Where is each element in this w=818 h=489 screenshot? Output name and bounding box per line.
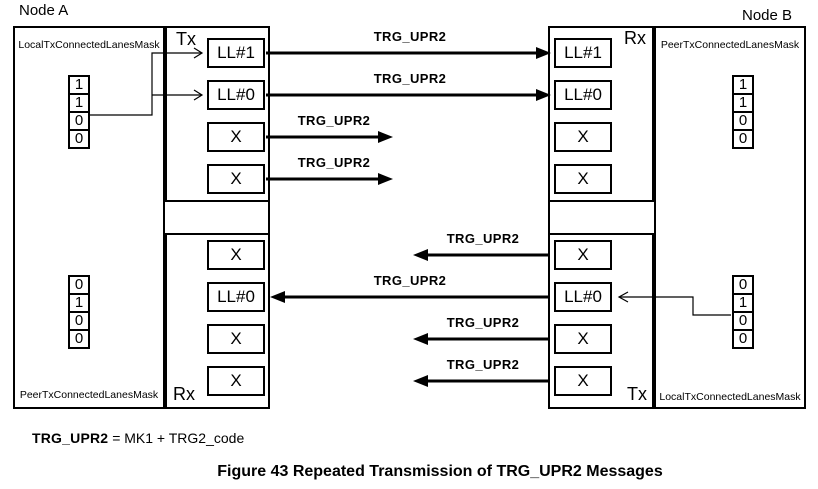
msg-label-b-to-a-1: TRG_UPR2 xyxy=(373,273,447,288)
node-b-tx-lane-3: X xyxy=(554,366,612,396)
msg-label-a-to-b-0: TRG_UPR2 xyxy=(373,29,447,44)
mask-bit: 1 xyxy=(732,293,754,313)
mask-bit: 0 xyxy=(732,329,754,349)
mask-bit: 1 xyxy=(68,93,90,113)
footnote-term: TRG_UPR2 xyxy=(32,430,109,446)
mask-bit: 0 xyxy=(732,129,754,149)
node-b-peer-mask-label: PeerTxConnectedLanesMask xyxy=(660,39,800,51)
node-a-tx-lane-2: X xyxy=(207,122,265,152)
node-a-rx-label: Rx xyxy=(173,384,195,404)
mask-bit: 1 xyxy=(68,75,90,95)
mask-bit: 0 xyxy=(68,311,90,331)
mask-bit: 0 xyxy=(68,275,90,295)
node-a-title: Node A xyxy=(19,2,69,19)
node-b-local-mask-label: LocalTxConnectedLanesMask xyxy=(659,391,801,403)
mask-bit: 0 xyxy=(68,329,90,349)
msg-label-b-to-a-2: TRG_UPR2 xyxy=(446,315,520,330)
node-a-local-mask-label: LocalTxConnectedLanesMask xyxy=(18,39,160,51)
node-a-tx-lane-3: X xyxy=(207,164,265,194)
node-b-rx-lane-2: X xyxy=(554,122,612,152)
mask-bit: 0 xyxy=(732,275,754,295)
msg-label-b-to-a-0: TRG_UPR2 xyxy=(446,231,520,246)
node-b-tx-lane-0: X xyxy=(554,240,612,270)
msg-label-a-to-b-1: TRG_UPR2 xyxy=(373,71,447,86)
mask-bit: 1 xyxy=(732,93,754,113)
msg-label-b-to-a-3: TRG_UPR2 xyxy=(446,357,520,372)
msg-label-a-to-b-2: TRG_UPR2 xyxy=(297,113,371,128)
node-a-tx-lane-0: LL#1 xyxy=(207,38,265,68)
footnote-definition: = MK1 + TRG2_code xyxy=(112,430,245,446)
mask-bit: 0 xyxy=(68,129,90,149)
node-a-peer-mask-label: PeerTxConnectedLanesMask xyxy=(19,389,159,401)
node-a-rx-lane-2: X xyxy=(207,324,265,354)
node-b-rx-lane-3: X xyxy=(554,164,612,194)
node-b-tx-lane-1: LL#0 xyxy=(554,282,612,312)
mask-bit: 0 xyxy=(68,111,90,131)
node-b-rx-lane-0: LL#1 xyxy=(554,38,612,68)
node-b-tx-label: Tx xyxy=(627,384,647,404)
node-a-tx-lane-1: LL#0 xyxy=(207,80,265,110)
node-a-rx-lane-1: LL#0 xyxy=(207,282,265,312)
node-b-tx-lane-2: X xyxy=(554,324,612,354)
node-a-tx-label: Tx xyxy=(176,29,196,49)
node-a-peer-mask: 0 1 0 0 xyxy=(68,275,90,349)
node-a-local-mask: 1 1 0 0 xyxy=(68,75,90,149)
mask-bit: 0 xyxy=(732,111,754,131)
node-b-rx-lane-1: LL#0 xyxy=(554,80,612,110)
node-a-rx-lane-3: X xyxy=(207,366,265,396)
node-b-local-mask: 0 1 0 0 xyxy=(732,275,754,349)
node-b-mask-panel xyxy=(654,26,806,409)
node-a-rx-lane-0: X xyxy=(207,240,265,270)
node-b-title: Node B xyxy=(742,7,793,24)
node-b-rx-label: Rx xyxy=(624,28,646,48)
mask-bit: 0 xyxy=(732,311,754,331)
figure-caption: Figure 43 Repeated Transmission of TRG_U… xyxy=(217,463,663,480)
footnote: TRG_UPR2 = MK1 + TRG2_code xyxy=(32,430,244,446)
node-b-peer-mask: 1 1 0 0 xyxy=(732,75,754,149)
mask-bit: 1 xyxy=(732,75,754,95)
msg-label-a-to-b-3: TRG_UPR2 xyxy=(297,155,371,170)
mask-bit: 1 xyxy=(68,293,90,313)
